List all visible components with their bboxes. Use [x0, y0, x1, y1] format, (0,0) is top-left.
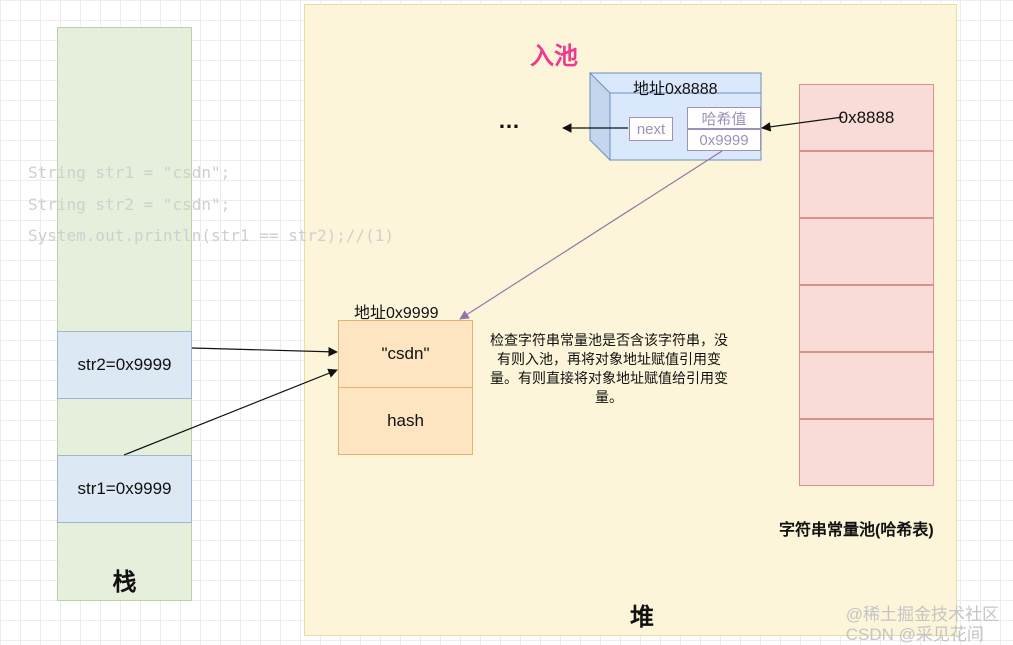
node-next-field: next: [629, 117, 673, 141]
arrow-node-to-object: [459, 150, 723, 320]
pool-row: [799, 352, 934, 419]
node-hash-value: 0x9999: [687, 129, 761, 151]
ellipsis: …: [498, 108, 520, 133]
stack-var-str1: str1=0x9999: [57, 455, 192, 523]
heap-label: 堆: [630, 604, 654, 631]
pool-row: [799, 285, 934, 352]
pool-label: 字符串常量池(哈希表): [779, 522, 934, 539]
code-line-1: String str1 = "csdn";: [28, 163, 231, 182]
code-line-3: System.out.println(str1 == str2);//(1): [28, 226, 395, 245]
intern-title: 入池: [530, 43, 578, 70]
object-address-label: 地址0x9999: [354, 305, 439, 322]
pool-row: [799, 419, 934, 486]
watermark-line-2: CSDN @采见花间: [845, 625, 984, 644]
object-value-cell: "csdn": [338, 320, 473, 388]
pool-row: [799, 151, 934, 218]
watermark: @稀土掘金技术社区 CSDN @采见花间: [846, 605, 999, 645]
code-line-2: String str2 = "csdn";: [28, 195, 231, 214]
pool-row: [799, 218, 934, 285]
watermark-line-1: @稀土掘金技术社区: [845, 605, 999, 624]
node-hash-label: 哈希值: [687, 107, 761, 129]
object-hash-cell: hash: [338, 387, 473, 455]
stack-label: 栈: [112, 569, 137, 596]
arrow-pool-to-node: [761, 116, 844, 132]
arrow-str2-to-object: [191, 346, 338, 357]
explanation-note: 检查字符串常量池是否含该字符串，没有则入池，再将对象地址赋值引用变量。有则直接将…: [490, 332, 728, 405]
pool-row: 0x8888: [799, 84, 934, 151]
node-address-label: 地址0x8888: [633, 81, 718, 98]
arrow-str1-to-object: [123, 368, 338, 456]
stack-var-str2: str2=0x9999: [57, 331, 192, 399]
